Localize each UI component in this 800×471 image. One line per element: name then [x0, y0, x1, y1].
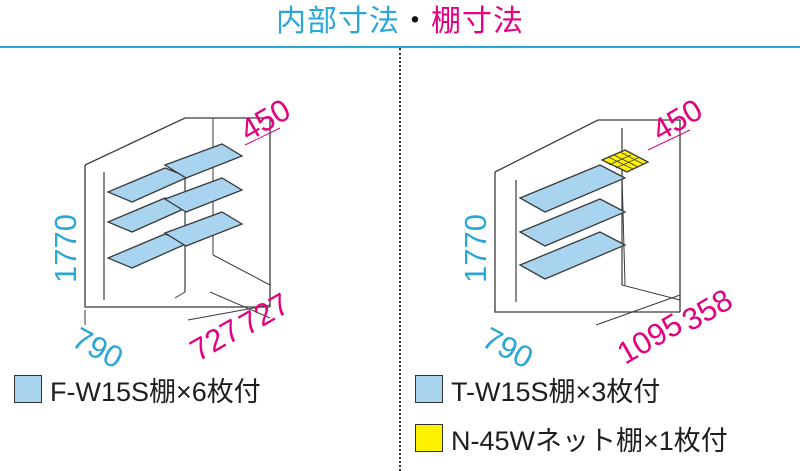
legend-item-n-45w: N-45Wネット棚×1枚付	[415, 421, 728, 456]
left-height-label: 1770	[48, 214, 83, 283]
legend-item-t-w15s: T-W15S棚×3枚付	[415, 372, 661, 407]
title-shelf-dimensions: 棚寸法	[431, 5, 524, 38]
legend-label: N-45Wネット棚×1枚付	[451, 425, 728, 456]
left-depth-label: 790	[67, 320, 129, 375]
right-storage-diagram	[494, 119, 691, 326]
left-shelf-6	[163, 211, 244, 247]
right-width-label-2: 358	[676, 282, 738, 338]
legend-item-f-w15s: F-W15S棚×6枚付	[14, 372, 261, 407]
right-frame-top	[494, 119, 681, 312]
net-grid-line	[619, 151, 644, 165]
right-shelf-depth-label: 450	[646, 92, 708, 148]
left-post-foot	[174, 291, 186, 299]
right-frame-front	[494, 172, 680, 313]
left-727-dim-line	[187, 304, 271, 321]
net-grid-line	[613, 154, 639, 168]
left-storage-diagram	[84, 117, 281, 325]
left-floor-line	[212, 254, 271, 286]
left-width-label-2: 727	[233, 286, 295, 342]
right-middle-post	[621, 174, 626, 286]
net-grid-line	[615, 157, 639, 169]
net-grid-line	[608, 154, 632, 166]
right-450-dim-line	[647, 129, 691, 151]
legend-swatch-blue	[415, 375, 443, 403]
right-floor-line	[621, 284, 681, 301]
right-width-dim-line	[595, 294, 681, 326]
right-shelf-3	[518, 231, 627, 280]
right-shelf-2	[518, 198, 627, 247]
legend-label: T-W15S棚×3枚付	[451, 376, 661, 407]
right-shelf-1	[518, 164, 627, 213]
left-727-dim-line-2	[209, 291, 271, 319]
left-shelf-5	[163, 177, 244, 213]
right-net-shelf	[600, 149, 650, 173]
title-separator: ・	[400, 5, 431, 38]
left-shelf-4	[163, 143, 244, 179]
title-bar: 内部寸法・棚寸法	[0, 0, 800, 48]
right-height-label: 1770	[458, 214, 493, 283]
left-450-dim-line	[244, 127, 281, 146]
net-grid-line	[607, 156, 634, 170]
panel-divider	[399, 48, 401, 471]
legend-swatch-blue	[14, 375, 42, 403]
left-frame-top	[84, 117, 271, 307]
left-shelf-depth-label: 450	[234, 92, 296, 148]
legend-swatch-yellow	[415, 424, 443, 452]
legend-label: F-W15S棚×6枚付	[50, 376, 261, 407]
page-title: 内部寸法・棚寸法	[0, 4, 800, 40]
right-depth-label: 790	[477, 320, 539, 375]
title-internal-dimensions: 内部寸法	[276, 5, 400, 38]
